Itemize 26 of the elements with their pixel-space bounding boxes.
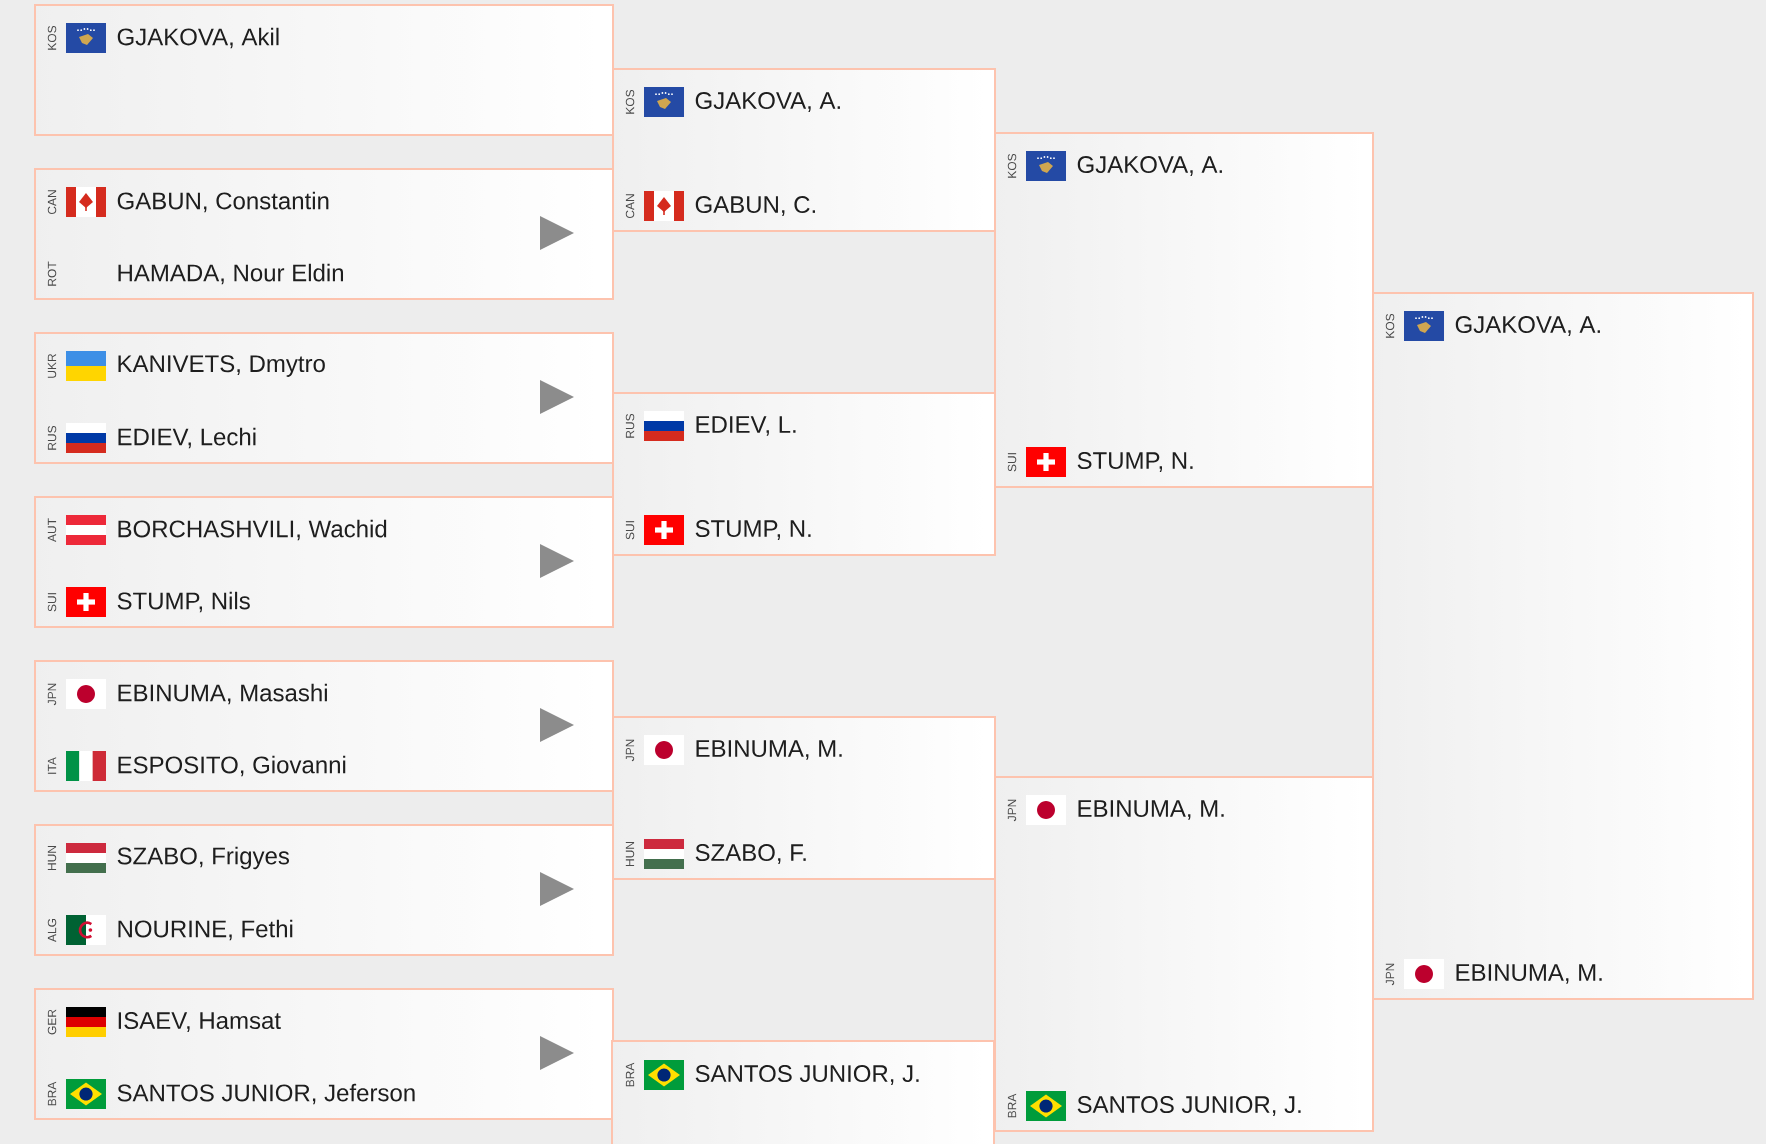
- athlete-name: BORCHASHVILI, Wachid: [118, 519, 387, 541]
- athlete-name: EBINUMA, M.: [696, 740, 842, 760]
- athlete-name: HAMADA, Nour Eldin: [118, 263, 343, 285]
- athlete-name: GJAKOVA, A.: [1077, 156, 1222, 176]
- athlete-name: SANTOS JUNIOR, J.: [1077, 1096, 1301, 1116]
- athlete-name: ISAEV, Hamsat: [118, 1012, 281, 1032]
- athlete-name: SANTOS JUNIOR, Jeferson: [117, 1083, 415, 1105]
- athlete-name: SANTOS JUNIOR, J.: [695, 1065, 919, 1085]
- athlete-name: EBINUMA, M.: [1078, 800, 1224, 820]
- athlete-name: EBINUMA, M.: [1456, 964, 1602, 984]
- athlete-name: GABUN, C.: [695, 196, 815, 216]
- athlete-name: STUMP, Nils: [117, 591, 250, 613]
- athlete-name: SZABO, Frigyes: [117, 846, 289, 870]
- athlete-name: ESPOSITO, Giovanni: [118, 755, 346, 777]
- athlete-name: STUMP, N.: [1077, 452, 1193, 472]
- athlete-name: GJAKOVA, Akil: [117, 27, 279, 49]
- athlete-name: EBINUMA, Masashi: [118, 683, 327, 705]
- athlete-name: EDIEV, Lechi: [118, 427, 256, 449]
- athlete-name: EDIEV, L.: [696, 416, 796, 436]
- athlete-name: GABUN, Constantin: [117, 191, 329, 213]
- athlete-name: STUMP, N.: [695, 520, 811, 540]
- athlete-name: GJAKOVA, A.: [1455, 316, 1600, 336]
- athlete-name: GJAKOVA, A.: [695, 92, 840, 112]
- athlete-name: KANIVETS, Dmytro: [118, 355, 325, 377]
- athlete-name: SZABO, F.: [695, 844, 806, 864]
- athlete-name: NOURINE, Fethi: [118, 919, 293, 941]
